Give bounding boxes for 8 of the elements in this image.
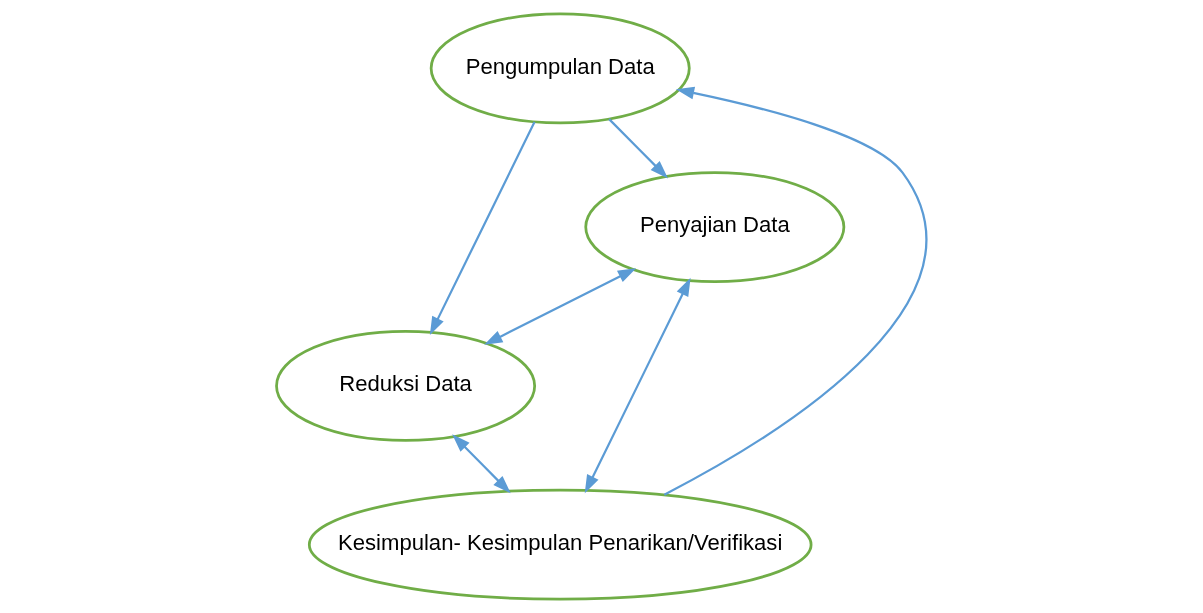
arrow	[608, 118, 669, 179]
arrow	[452, 434, 511, 494]
arrow	[429, 121, 536, 336]
node-ellipse: Kesimpulan- Kesimpulan Penarikan/Verifikasi	[307, 488, 813, 601]
arrow	[663, 86, 927, 496]
arrow	[584, 277, 691, 494]
node-ellipse: Pengumpulan Data	[429, 12, 691, 125]
arrow	[484, 268, 637, 345]
